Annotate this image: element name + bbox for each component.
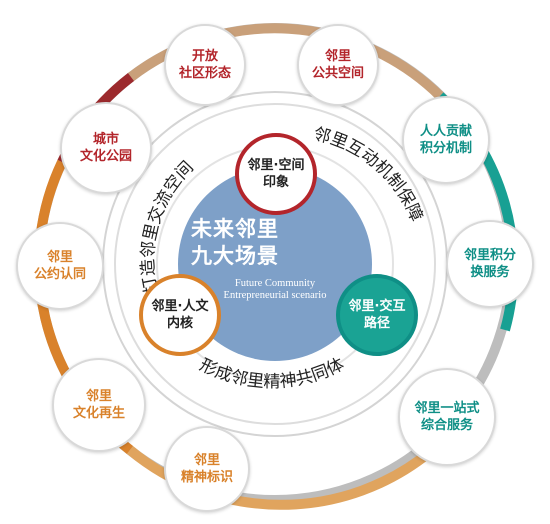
hub-culture: 邻里·人文 内核 — [139, 274, 221, 356]
scene-line1: 邻里 — [85, 389, 112, 404]
scene-line1: 邻里 — [193, 453, 220, 468]
scene-line2: 公共空间 — [311, 66, 364, 81]
scene-line1: 人人贡献 — [419, 124, 472, 139]
scene-line1: 邻里积分 — [463, 248, 516, 263]
scene-one-stop-service: 邻里一站式综合服务 — [398, 368, 496, 466]
scene-line2: 文化公园 — [79, 149, 132, 164]
scene-line2: 综合服务 — [420, 418, 473, 433]
scene-culture-rebirth: 邻里文化再生 — [52, 358, 146, 452]
scene-line2: 积分机制 — [419, 141, 472, 156]
hub-space-line2: 印象 — [262, 175, 289, 190]
scene-city-culture-park: 城市文化公园 — [60, 102, 152, 194]
scene-line1: 开放 — [191, 49, 218, 64]
center-subtitle: Future Community Entrepreneurial scenari… — [200, 278, 350, 302]
scene-line1: 邻里一站式 — [414, 401, 480, 416]
hub-culture-line1: 邻里·人文 — [151, 299, 209, 314]
scene-line1: 邻里 — [324, 49, 351, 64]
scene-open-community: 开放社区形态 — [164, 24, 246, 106]
hub-interaction-line1: 邻里·交互 — [348, 299, 406, 314]
scene-line2: 社区形态 — [178, 66, 231, 81]
scene-line2: 换服务 — [470, 265, 510, 280]
center-title-line2: 九大场景 — [191, 244, 279, 268]
scene-line2: 公约认同 — [33, 267, 86, 282]
center-subtitle-line1: Future Community — [234, 278, 316, 289]
scene-line2: 文化再生 — [72, 406, 125, 421]
scene-convention: 邻里公约认同 — [16, 222, 104, 310]
center-circle — [178, 167, 372, 361]
scene-points-for-service: 邻里积分换服务 — [446, 220, 534, 308]
scene-points-mechanism: 人人贡献积分机制 — [402, 96, 490, 184]
scene-line1: 城市 — [92, 132, 119, 147]
scene-line2: 精神标识 — [180, 470, 233, 485]
hub-culture-line2: 内核 — [166, 316, 193, 331]
scene-line1: 邻里 — [46, 250, 73, 265]
center-title-line1: 未来邻里 — [191, 217, 279, 241]
scene-public-space: 邻里公共空间 — [297, 24, 379, 106]
center-subtitle-line2: Entrepreneurial scenario — [223, 290, 327, 301]
hub-interaction-line2: 路径 — [363, 316, 390, 331]
hub-space-line1: 邻里·空间 — [247, 158, 305, 173]
scene-spirit-identity: 邻里精神标识 — [164, 426, 250, 512]
hub-space: 邻里·空间 印象 — [235, 133, 317, 215]
inner-ring-2 — [114, 103, 436, 425]
hub-interaction: 邻里·交互 路径 — [336, 274, 418, 356]
center-title: 未来邻里 九大场景 — [160, 216, 310, 270]
